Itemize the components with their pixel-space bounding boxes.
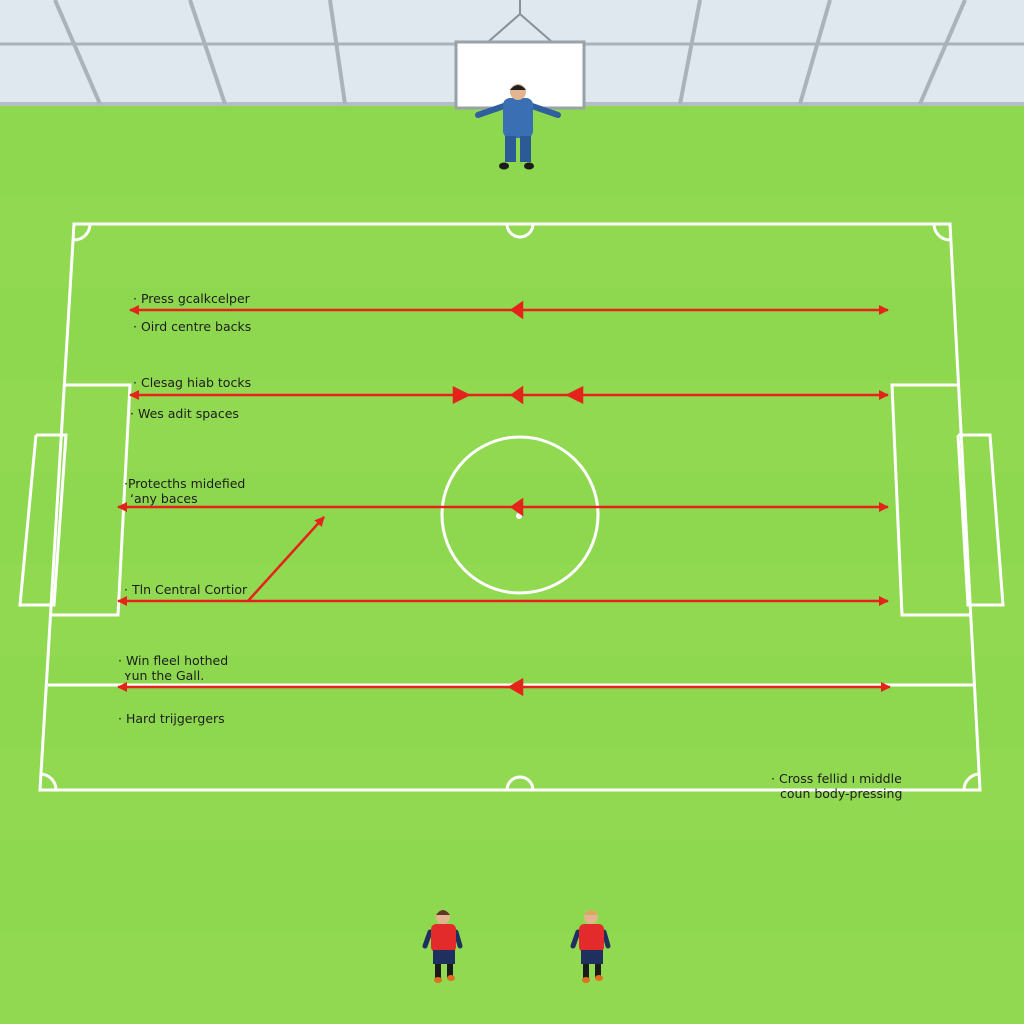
left-goal-box (18, 433, 68, 607)
annotation-label: · Hard trijgergers (118, 711, 225, 726)
arrow-mid-3 (509, 497, 524, 517)
left-penalty-box (52, 383, 132, 617)
arrow-mid-1 (509, 300, 524, 320)
grass-stripe (0, 932, 1024, 1024)
annotation-label: · Oird centre backs (133, 319, 252, 334)
grass-stripe (0, 196, 1024, 288)
grass-stripe (0, 748, 1024, 840)
corner-arc-bl (39, 772, 58, 791)
arrow-mid-2a (452, 385, 471, 405)
corner-arc-tl (73, 223, 92, 242)
grass-stripes (0, 196, 1024, 1024)
corner-arc-tr (932, 223, 951, 242)
centre-circle (440, 435, 600, 595)
arrow-mid-5 (507, 677, 524, 697)
annotation-label: · Win ﬂeel hothed (118, 653, 229, 668)
centre-spot (516, 513, 522, 519)
top-center-notch (505, 223, 535, 239)
annotation-label: · Tln Central Cortior (124, 582, 248, 597)
annotation-label: · Press gcalkcelper (133, 291, 250, 306)
corner-arc-br (962, 772, 981, 791)
arrow-mid-2b (509, 385, 524, 405)
annotation-label: ʏun the Gall. (124, 668, 205, 683)
player-figure-icon (422, 910, 463, 983)
arrow-diagonal (247, 516, 325, 602)
grass-stripe (0, 564, 1024, 656)
annotation-label: · Wes adit spaces (130, 406, 239, 421)
bottom-center-notch (505, 775, 535, 791)
annotation-label: coun body-pressing (780, 786, 903, 801)
arrow-mid-2c (565, 385, 584, 405)
coach-figure-icon (475, 84, 561, 170)
annotation-label: · Clesag hiab tocks (133, 375, 252, 390)
pitch-boundary (38, 222, 982, 792)
annotation-label: ʻany baces (130, 491, 198, 506)
player-figure-icon (570, 910, 611, 983)
tactical-arrows (117, 300, 891, 697)
annotation-label: ·Protecths midefied (124, 476, 246, 491)
right-penalty-box (890, 383, 970, 617)
annotation-label: · Cross fellid ı middle (771, 771, 902, 786)
right-goal-box (956, 433, 1005, 607)
